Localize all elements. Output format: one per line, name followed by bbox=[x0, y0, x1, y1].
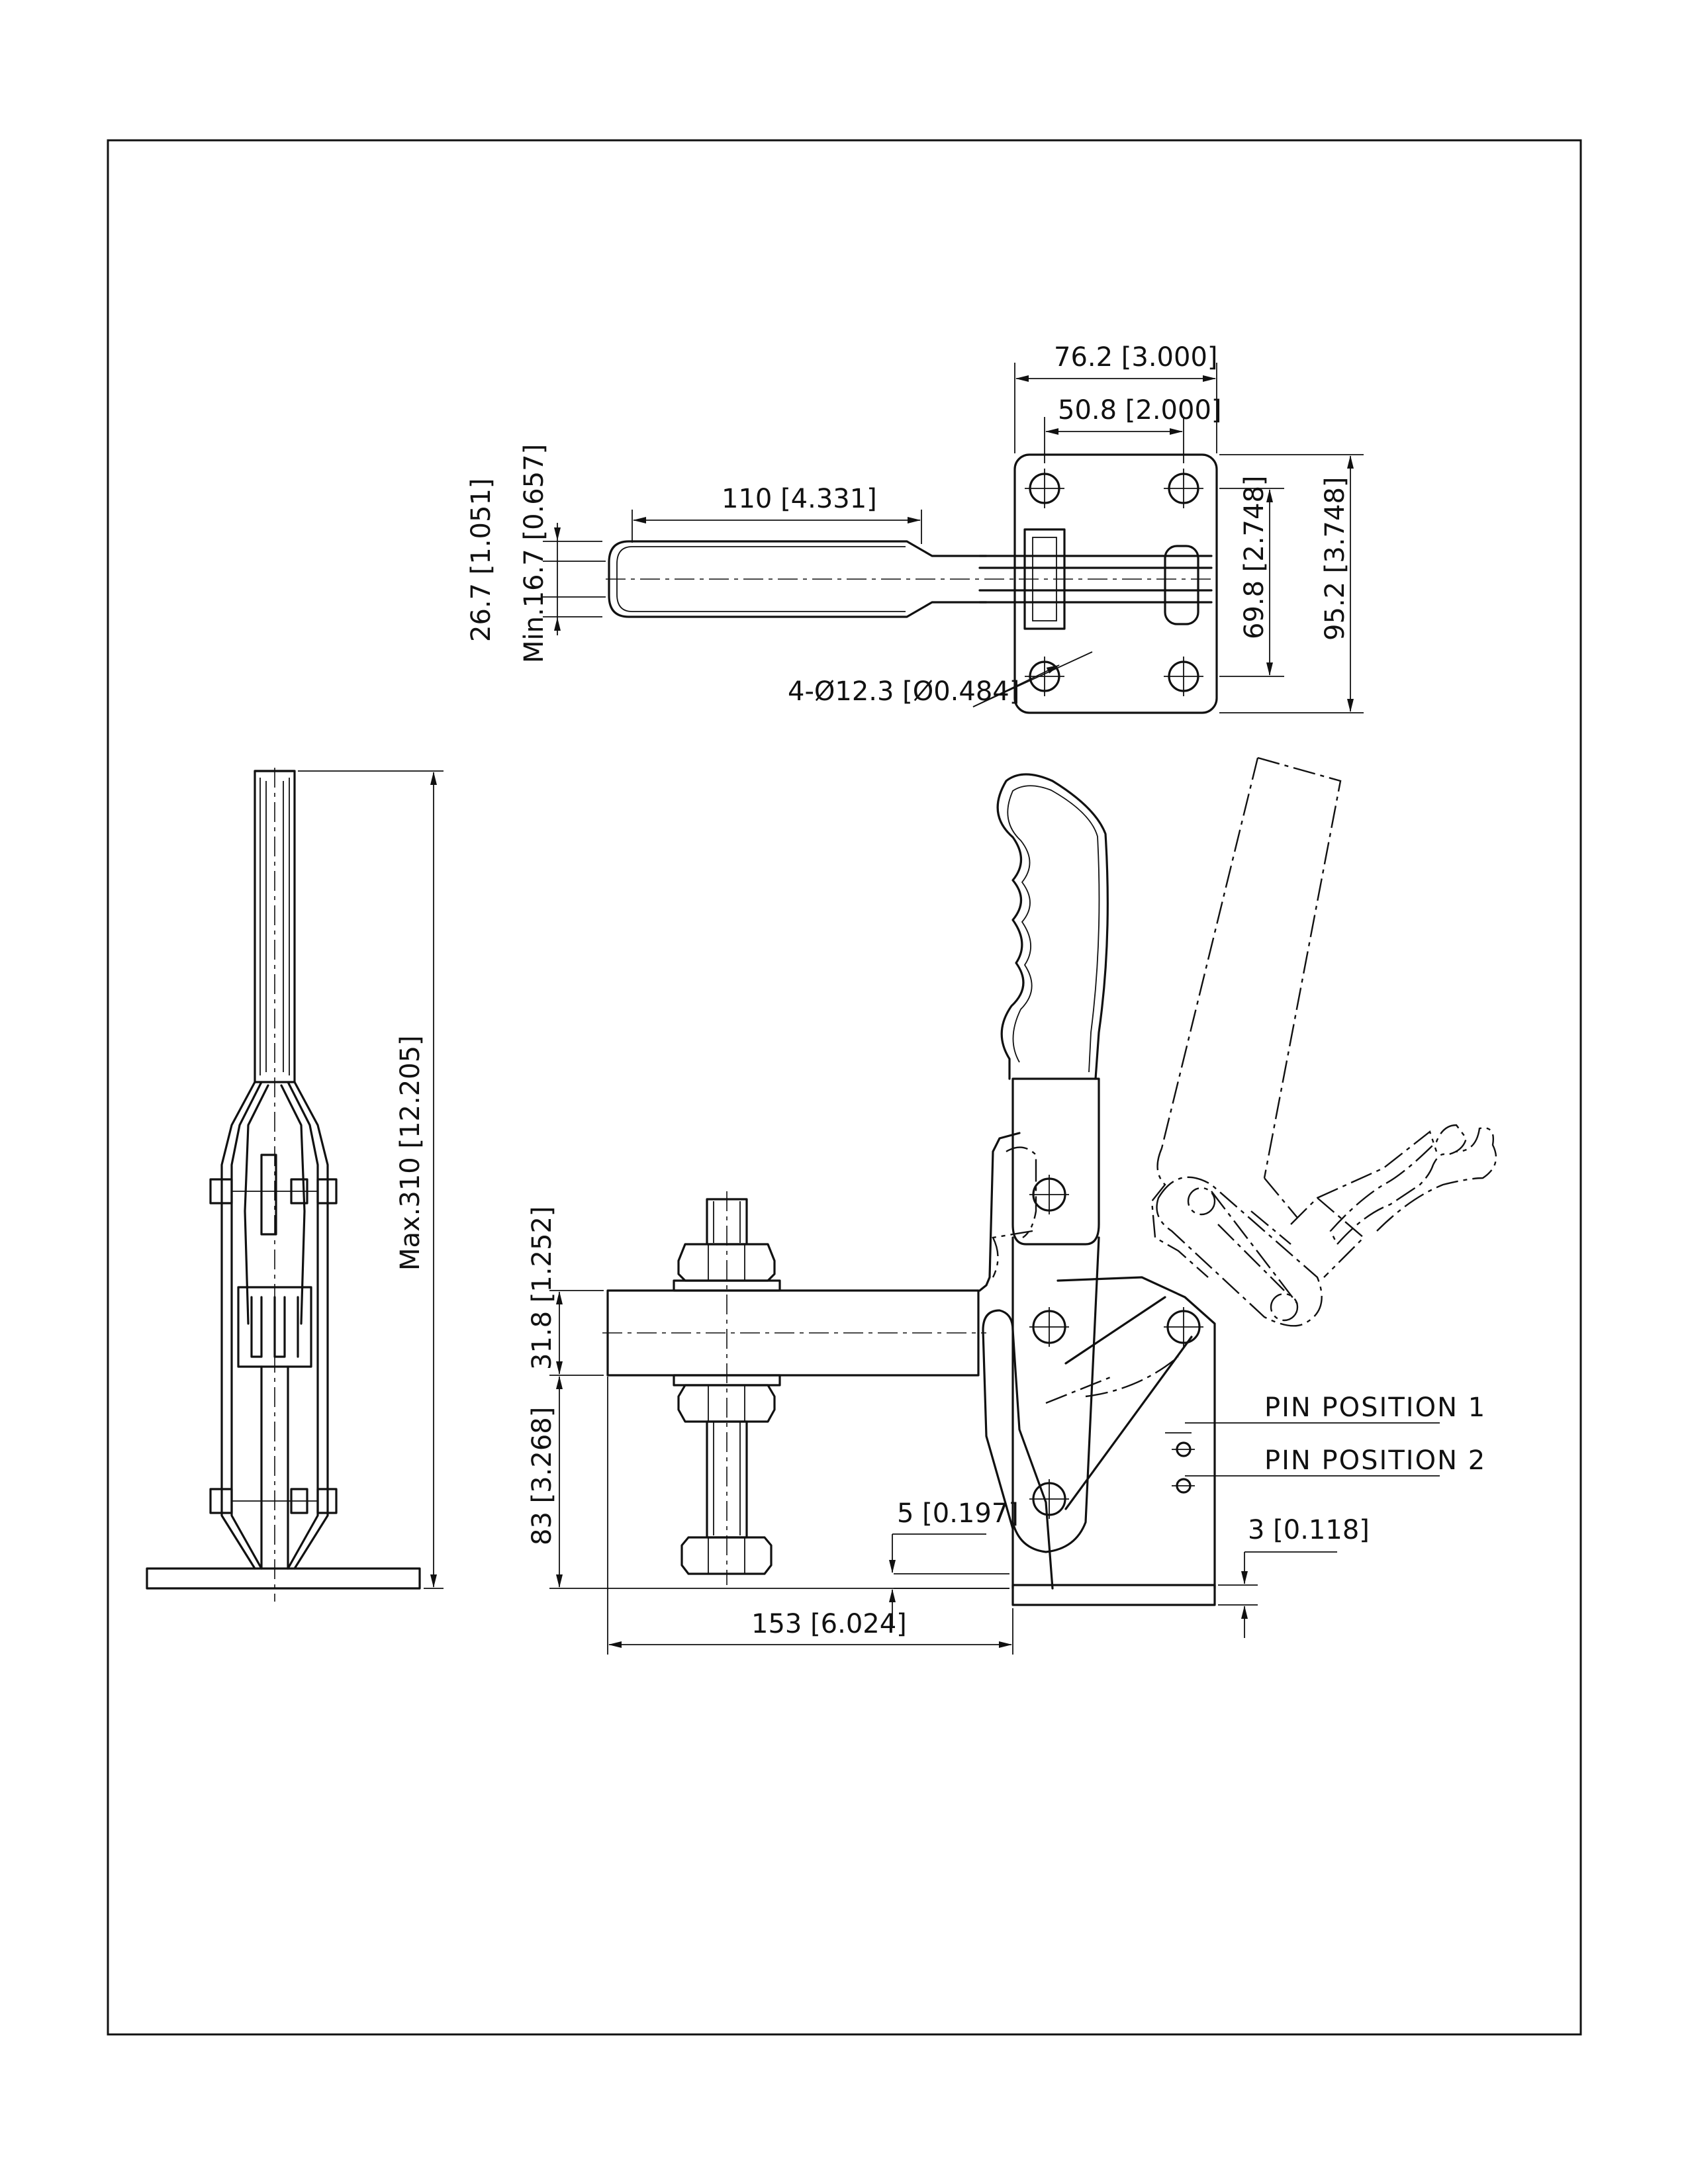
front-view: PIN POSITION 1 PIN POSITION 2 31.8 [1.25… bbox=[527, 756, 1497, 1655]
dim-reach: 153 [6.024] bbox=[751, 1609, 907, 1639]
top-base-plate bbox=[1013, 453, 1218, 714]
clamp-body bbox=[982, 1309, 1054, 1590]
lower-nut bbox=[677, 1384, 776, 1423]
pin-position-2-label: PIN POSITION 2 bbox=[1264, 1445, 1486, 1476]
dim-hole-diameter: 4-Ø12.3 [Ø0.484] bbox=[788, 676, 1019, 707]
dim-offset: 5 [0.197] bbox=[897, 1498, 1019, 1529]
dim-overall-height: 95.2 [3.748] bbox=[1320, 477, 1350, 641]
dim-handle-min: Min.16.7 [0.657] bbox=[519, 444, 549, 663]
dim-spindle-height: 83 [3.268] bbox=[527, 1407, 557, 1545]
dim-arm-height: 31.8 [1.252] bbox=[527, 1206, 557, 1371]
dim-hole-spacing-x: 50.8 [2.000] bbox=[1058, 395, 1222, 426]
phantom-open-grip bbox=[1329, 1124, 1468, 1246]
front-base-plate bbox=[1011, 1584, 1216, 1606]
dim-max-height: Max.310 [12.205] bbox=[395, 1035, 426, 1271]
dim-hole-spacing-y: 69.8 [2.748] bbox=[1239, 476, 1270, 640]
side-base-plate bbox=[146, 1567, 421, 1590]
handle-link bbox=[1011, 1077, 1100, 1246]
dim-handle-length: 110 [4.331] bbox=[722, 484, 877, 514]
phantom-open-handle bbox=[1150, 756, 1342, 1278]
side-view: Max.310 [12.205] bbox=[146, 768, 444, 1602]
spindle-tip-nut bbox=[680, 1536, 773, 1575]
dim-base-thickness: 3 [0.118] bbox=[1248, 1515, 1370, 1545]
dim-overall-width: 76.2 [3.000] bbox=[1054, 342, 1218, 373]
pin-position-1-label: PIN POSITION 1 bbox=[1264, 1392, 1486, 1423]
mounting-holes bbox=[1025, 469, 1203, 696]
drawing-border bbox=[107, 139, 1582, 2036]
front-handle-grip bbox=[996, 773, 1109, 1080]
top-view: 76.2 [3.000] 50.8 [2.000] 110 [4.331] 69… bbox=[466, 342, 1364, 714]
dim-handle-width: 26.7 [1.051] bbox=[466, 478, 496, 643]
